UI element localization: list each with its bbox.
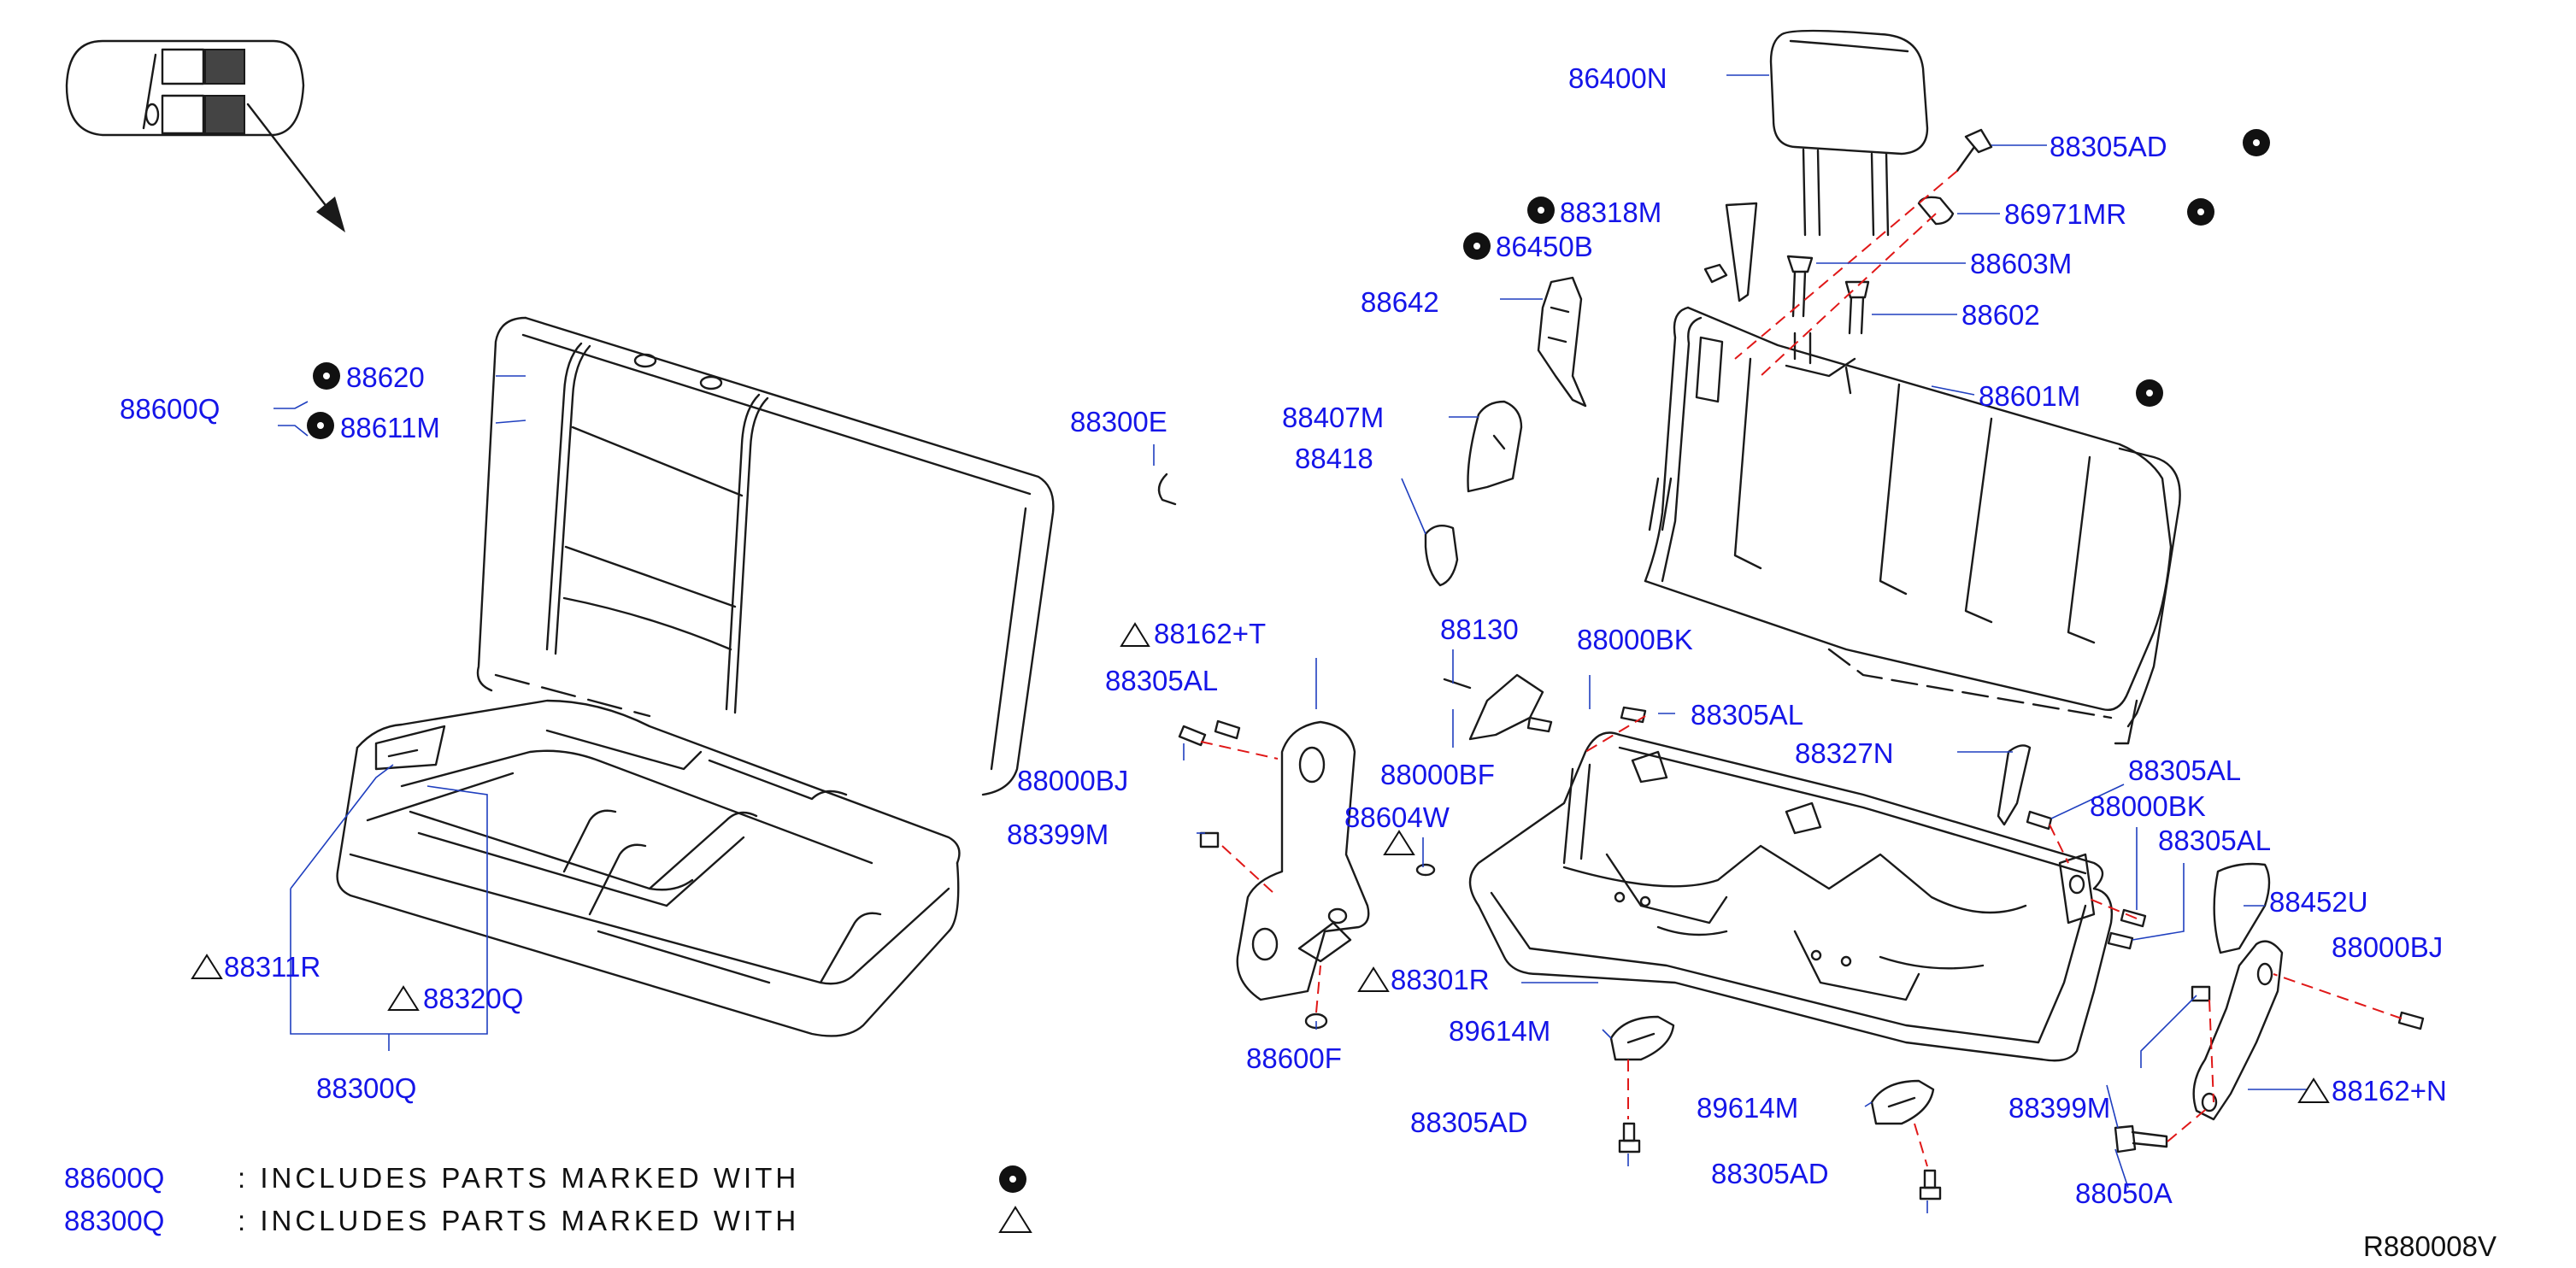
legend-text-2: : INCLUDES PARTS MARKED WITH xyxy=(238,1205,799,1236)
part-label: 86400N xyxy=(1568,62,1667,94)
part-label: 88300E xyxy=(1070,406,1167,437)
part-label: 88305AL xyxy=(1105,665,1218,696)
filled-dot-icon xyxy=(313,362,340,390)
part-label: 88407M xyxy=(1282,402,1384,433)
part-label: 88611M xyxy=(340,412,440,443)
part-label: 88602 xyxy=(1961,299,2040,331)
triangle-icon xyxy=(998,1206,1032,1233)
filled-dot-icon xyxy=(999,1165,1026,1193)
small-parts-illustration xyxy=(1157,128,2425,1200)
part-label: 88418 xyxy=(1295,443,1373,474)
part-label: 88452U xyxy=(2269,886,2368,918)
part-label: 88327N xyxy=(1795,737,1894,769)
part-label: 88601M xyxy=(1979,380,2080,412)
part-label: 88000BJ xyxy=(2332,931,2443,963)
triangle-icon xyxy=(387,985,420,1011)
part-labels: 86400N 88305AD 88318M 86971MR 86450B 886… xyxy=(120,62,2447,1209)
filled-dot-icon xyxy=(307,412,334,439)
part-label: 88305AL xyxy=(2128,754,2241,786)
part-label: 88305AD xyxy=(2050,131,2167,162)
part-label: 88130 xyxy=(1440,613,1519,645)
part-label: 88600Q xyxy=(120,393,220,425)
triangle-icon xyxy=(1383,830,1415,855)
assembly-guide-lines xyxy=(1200,170,2403,1167)
part-label: 88162+T xyxy=(1154,618,1266,649)
rear-seat-assembly-illustration xyxy=(336,316,1055,1037)
triangle-icon xyxy=(191,954,223,979)
part-label: 88600F xyxy=(1246,1042,1342,1074)
legend-part-88300Q: 88300Q xyxy=(64,1205,164,1236)
part-label: 88642 xyxy=(1361,286,1439,318)
part-label: 88000BJ xyxy=(1017,765,1128,796)
part-label: 86450B xyxy=(1496,231,1593,262)
filled-dot-icon xyxy=(2136,379,2163,407)
part-label: 88305AD xyxy=(1711,1158,1829,1189)
part-label: 88162+N xyxy=(2332,1075,2447,1107)
part-label: 89614M xyxy=(1697,1092,1798,1124)
part-label: 88604W xyxy=(1344,801,1450,833)
legend: 88600Q : INCLUDES PARTS MARKED WITH 8830… xyxy=(64,1162,799,1236)
part-label: 88305AL xyxy=(1691,699,1803,731)
part-label: 88305AD xyxy=(1410,1107,1528,1138)
triangle-icon xyxy=(2297,1077,2330,1103)
part-label: 88603M xyxy=(1970,248,2072,279)
legend-text-1: : INCLUDES PARTS MARKED WITH xyxy=(238,1162,799,1194)
part-label: 88318M xyxy=(1560,197,1661,228)
reference-code: R880008V xyxy=(2363,1230,2497,1262)
triangle-icon xyxy=(1357,966,1390,992)
part-label: 88399M xyxy=(1007,819,1109,850)
part-label: 88399M xyxy=(2008,1092,2110,1124)
filled-dot-icon xyxy=(2243,129,2270,156)
part-label: 88000BK xyxy=(2090,790,2206,822)
headrest-and-frame-illustration xyxy=(1644,29,2181,745)
filled-dot-icon xyxy=(2187,198,2214,226)
vehicle-locator-icon xyxy=(65,39,345,232)
part-label: 89614M xyxy=(1449,1015,1550,1047)
part-label: 88301R xyxy=(1391,964,1490,995)
inclusion-markers xyxy=(191,129,2330,1233)
part-label: 88620 xyxy=(346,361,425,393)
leader-lines xyxy=(273,74,2308,1213)
filled-dot-icon xyxy=(1527,197,1555,224)
part-label: 88000BK xyxy=(1577,624,1693,655)
legend-part-88600Q: 88600Q xyxy=(64,1162,164,1194)
part-label: 88311R xyxy=(224,951,321,983)
triangle-icon xyxy=(1120,622,1150,647)
part-label: 86971MR xyxy=(2004,198,2126,230)
part-label: 88050A xyxy=(2075,1177,2173,1209)
part-label: 88300Q xyxy=(316,1072,416,1104)
filled-dot-icon xyxy=(1463,232,1491,260)
part-label: 88000BF xyxy=(1380,759,1495,790)
part-label: 88320Q xyxy=(423,983,523,1014)
part-label: 88305AL xyxy=(2158,825,2271,856)
